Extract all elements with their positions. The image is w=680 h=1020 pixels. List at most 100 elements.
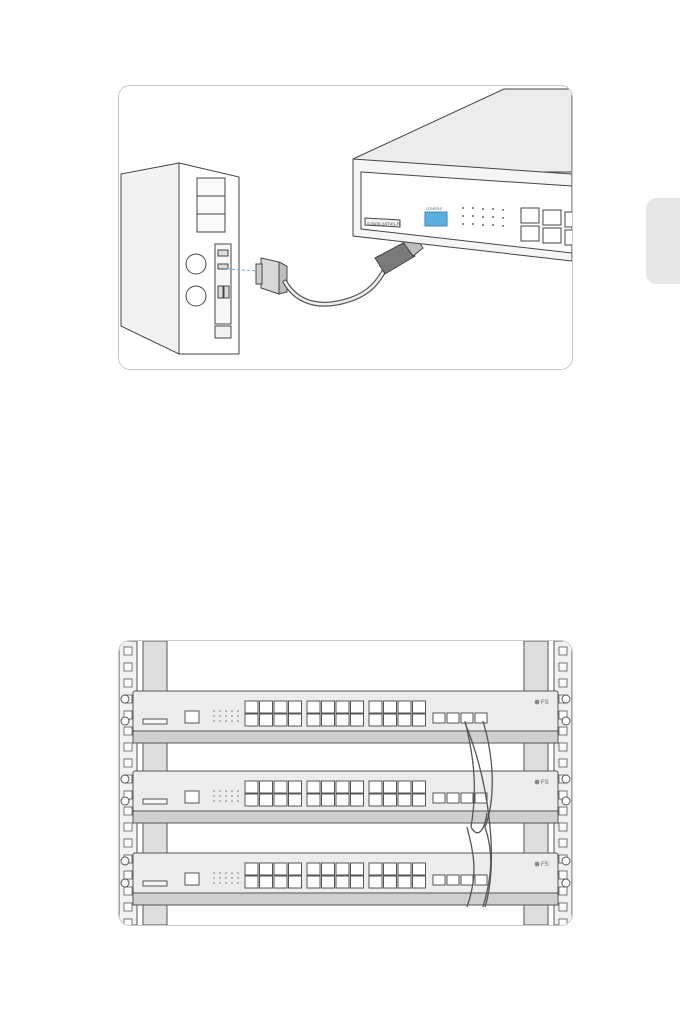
status-led bbox=[213, 715, 215, 717]
rack-stacking-illustration: FSFSFS bbox=[119, 641, 572, 925]
rj45-port bbox=[351, 863, 364, 875]
rail-hole bbox=[559, 887, 567, 895]
status-led bbox=[213, 790, 215, 792]
status-led bbox=[213, 877, 215, 879]
rj45-port bbox=[307, 876, 320, 888]
status-led bbox=[237, 790, 239, 792]
rack-screw bbox=[562, 717, 570, 725]
rail-hole bbox=[124, 871, 132, 879]
status-led bbox=[225, 872, 227, 874]
rj45-port bbox=[289, 863, 302, 875]
sfp-port bbox=[447, 713, 459, 723]
rack-screw bbox=[562, 879, 570, 887]
rj45-port bbox=[274, 701, 287, 713]
brand-logo-icon bbox=[535, 700, 540, 705]
status-led bbox=[219, 795, 221, 797]
rail-hole bbox=[124, 727, 132, 735]
rj45-port bbox=[413, 794, 426, 806]
brand-label: FS bbox=[541, 862, 549, 868]
status-led bbox=[237, 715, 239, 717]
status-led bbox=[219, 710, 221, 712]
switch-console-port bbox=[425, 212, 447, 226]
rack-screw bbox=[121, 717, 129, 725]
rack-screw bbox=[121, 857, 129, 865]
console-port bbox=[185, 791, 199, 803]
rack-screw bbox=[121, 775, 129, 783]
rj45-port bbox=[289, 781, 302, 793]
rj45-port bbox=[245, 714, 258, 726]
rack-screw bbox=[562, 797, 570, 805]
status-led bbox=[237, 710, 239, 712]
rj45-port bbox=[384, 701, 397, 713]
rail-hole bbox=[559, 919, 567, 925]
rail-hole bbox=[124, 887, 132, 895]
brand-label: FS bbox=[541, 780, 549, 786]
sfp-port bbox=[475, 713, 487, 723]
rj45-port bbox=[336, 876, 349, 888]
status-led bbox=[225, 795, 227, 797]
console-port bbox=[185, 873, 199, 885]
rail-hole bbox=[559, 727, 567, 735]
status-led bbox=[219, 877, 221, 879]
status-led bbox=[219, 790, 221, 792]
rj45-port bbox=[289, 876, 302, 888]
rj45-port bbox=[289, 714, 302, 726]
status-led bbox=[231, 715, 233, 717]
rj45-port bbox=[398, 863, 411, 875]
status-led bbox=[213, 872, 215, 874]
status-led bbox=[219, 872, 221, 874]
rj45-port bbox=[369, 714, 382, 726]
rj45-port bbox=[336, 701, 349, 713]
sfp-port bbox=[475, 875, 487, 885]
sfp-port bbox=[447, 875, 459, 885]
rj45-port bbox=[260, 781, 273, 793]
status-led bbox=[213, 800, 215, 802]
status-led bbox=[213, 710, 215, 712]
rail-hole bbox=[559, 679, 567, 687]
rail-hole bbox=[559, 839, 567, 847]
status-led bbox=[231, 710, 233, 712]
console-connection-illustration: S3900-24T4S-R CONSOLE bbox=[119, 86, 572, 369]
rj45-port bbox=[307, 781, 320, 793]
rj45-port bbox=[245, 701, 258, 713]
rj45-port bbox=[398, 876, 411, 888]
rack-shelf bbox=[133, 893, 558, 905]
rj45-port bbox=[260, 714, 273, 726]
rail-hole bbox=[559, 663, 567, 671]
status-led bbox=[231, 872, 233, 874]
rj45-port bbox=[307, 714, 320, 726]
status-led bbox=[219, 800, 221, 802]
status-led bbox=[231, 877, 233, 879]
model-plate bbox=[143, 881, 167, 886]
status-led bbox=[237, 800, 239, 802]
console-port bbox=[185, 711, 199, 723]
rj45-port bbox=[351, 794, 364, 806]
rj45-port bbox=[336, 714, 349, 726]
rack-shelf bbox=[133, 731, 558, 743]
rail-hole bbox=[559, 807, 567, 815]
switch-model-badge: S3900-24T4S-R bbox=[367, 222, 401, 227]
rj45-port bbox=[413, 714, 426, 726]
status-led bbox=[231, 720, 233, 722]
rj45-port bbox=[245, 794, 258, 806]
rj45-port bbox=[384, 781, 397, 793]
sfp-port bbox=[433, 875, 445, 885]
rj45-port bbox=[369, 863, 382, 875]
rail-hole bbox=[559, 871, 567, 879]
rj45-port bbox=[322, 714, 335, 726]
rj45-port bbox=[398, 701, 411, 713]
rj45-port bbox=[322, 781, 335, 793]
status-led bbox=[225, 720, 227, 722]
status-led bbox=[237, 795, 239, 797]
rail-hole bbox=[559, 903, 567, 911]
rj45-port bbox=[245, 781, 258, 793]
status-led bbox=[225, 790, 227, 792]
rail-hole bbox=[124, 759, 132, 767]
sfp-port bbox=[433, 793, 445, 803]
model-plate bbox=[143, 799, 167, 804]
switch-device bbox=[353, 89, 572, 261]
rj45-port bbox=[260, 876, 273, 888]
console-connection-figure: S3900-24T4S-R CONSOLE bbox=[118, 85, 573, 370]
rj45-port bbox=[274, 794, 287, 806]
rj45-port bbox=[369, 876, 382, 888]
